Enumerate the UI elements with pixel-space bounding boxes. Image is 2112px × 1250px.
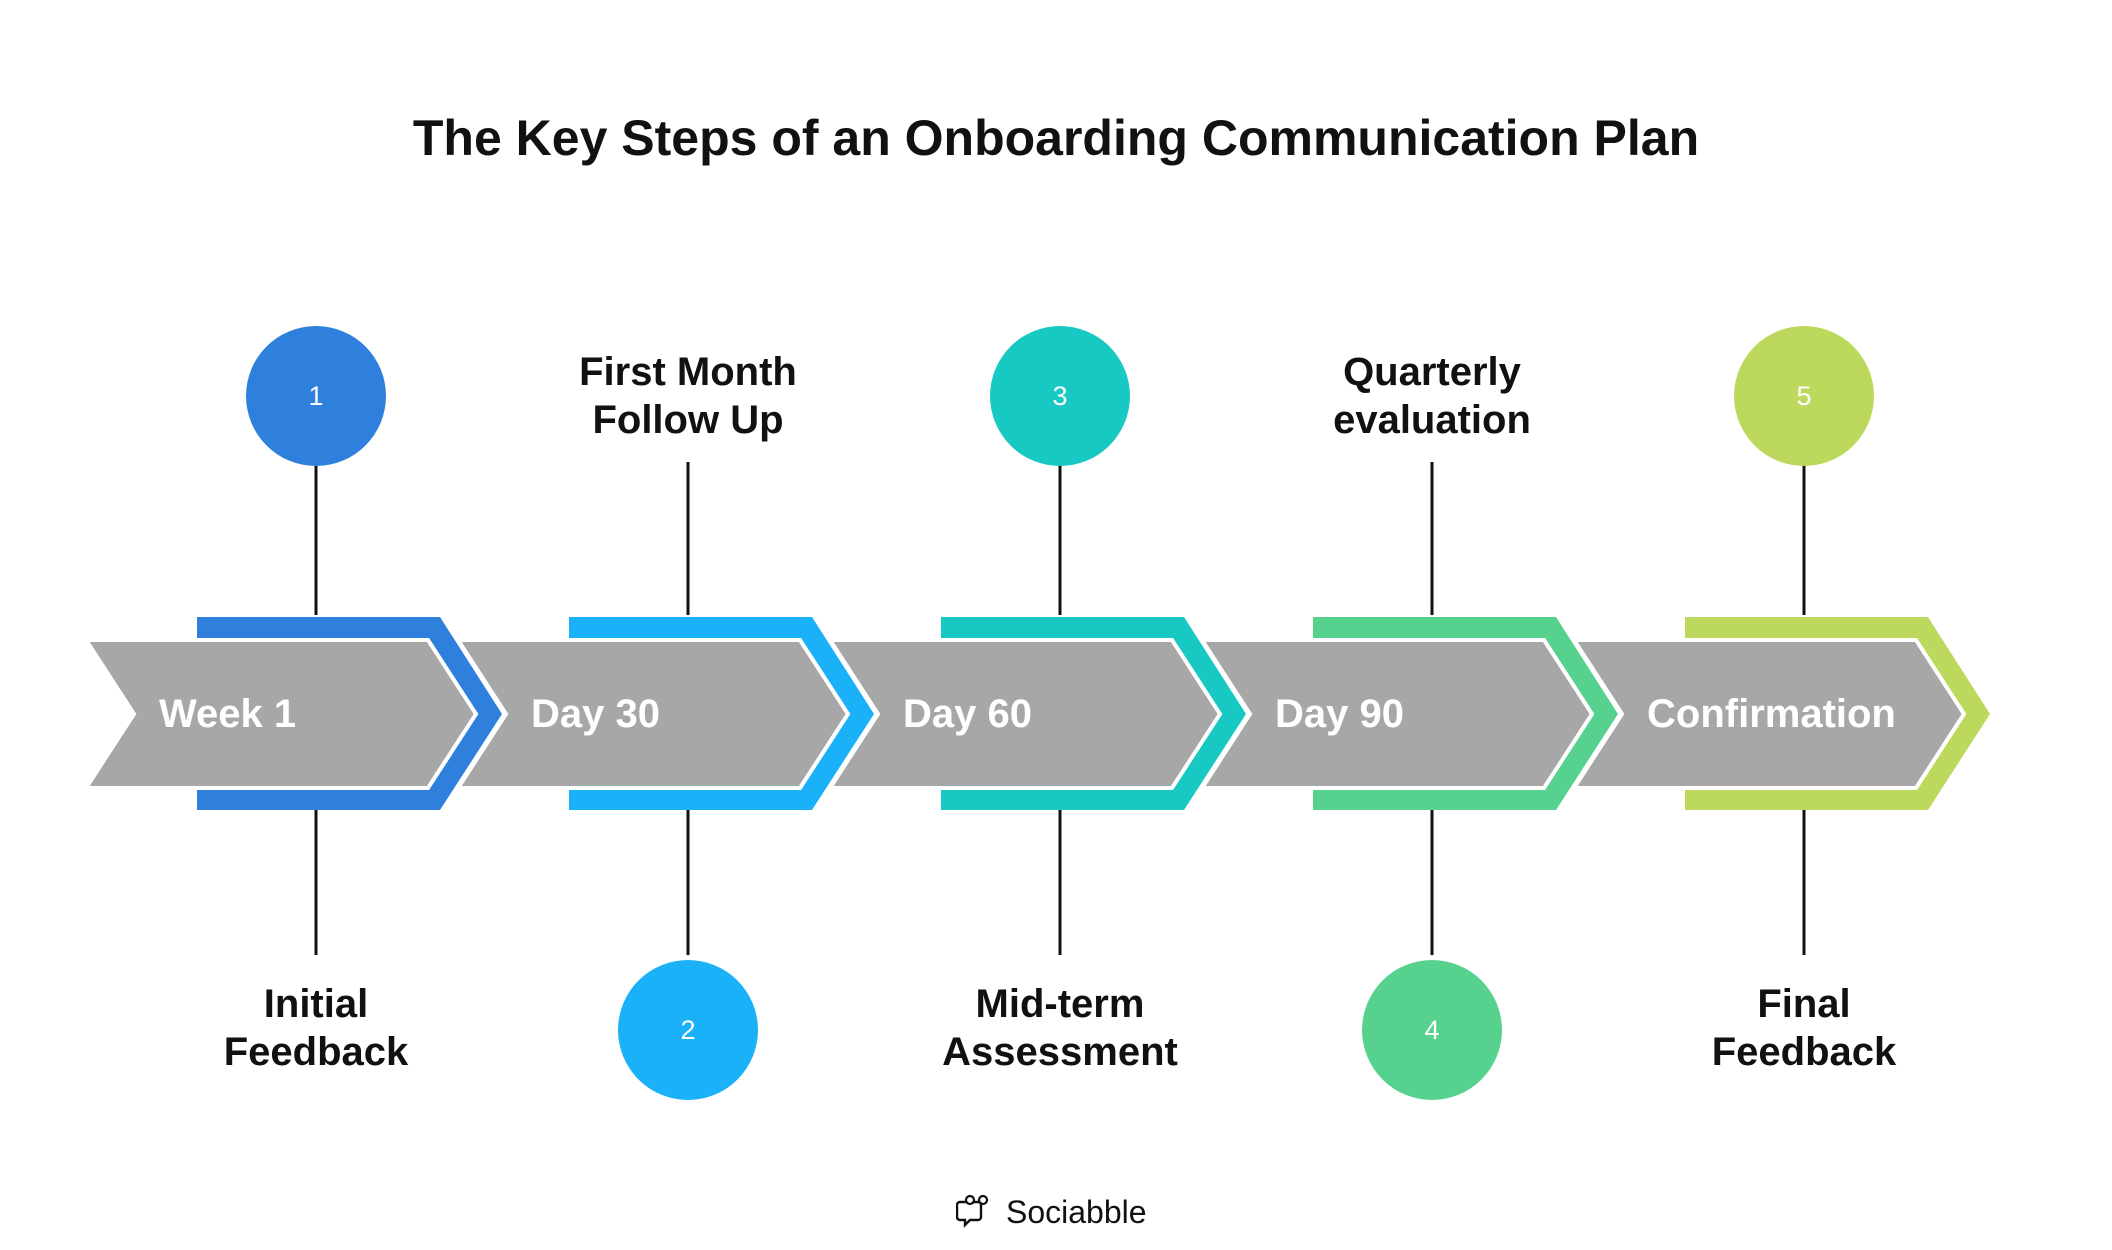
brand-name: Sociabble [1006,1193,1147,1230]
step-1-label-line-1: Initial [263,982,369,1026]
step-3-label-line-2: Assessment [942,1030,1178,1074]
step-3-circle [990,326,1130,466]
step-1-circle [246,326,386,466]
diagram-title: The Key Steps of an Onboarding Communica… [412,110,1700,166]
step-4-period: Day 90 [1275,692,1404,736]
step-5-period: Confirmation [1647,692,1896,736]
step-2-circle [618,960,758,1100]
step-4-circle [1362,960,1502,1100]
step-2-arrow [454,638,851,790]
brand-logo: Sociabble [956,1190,1147,1234]
step-1-period: Week 1 [159,692,297,736]
step-3-period: Day 60 [903,692,1032,736]
step-5-label-line-1: Final [1757,982,1851,1026]
step-3-arrow [826,638,1223,790]
step-5-label-line-2: Feedback [1711,1030,1897,1074]
step-5-number: 5 [1796,381,1812,411]
step-4-label-line-2: evaluation [1333,398,1531,442]
step-2-label-line-2: Follow Up [592,398,784,442]
step-1-number: 1 [308,381,324,411]
step-4-number: 4 [1424,1015,1440,1045]
step-2-label-line-1: First Month [579,350,797,394]
speech-bubbles-logo-icon [956,1194,989,1228]
step-4-label-line-1: Quarterly [1343,350,1521,394]
step-4-arrow [1198,638,1595,790]
step-5-circle [1734,326,1874,466]
step-3-label-line-1: Mid-term [975,982,1145,1026]
step-3-number: 3 [1052,381,1068,411]
step-1-label-line-2: Feedback [223,1030,409,1074]
step-5-arrow [1570,638,1967,790]
step-2-period: Day 30 [531,692,660,736]
step-2-number: 2 [680,1015,696,1045]
step-1-arrow [82,638,479,790]
